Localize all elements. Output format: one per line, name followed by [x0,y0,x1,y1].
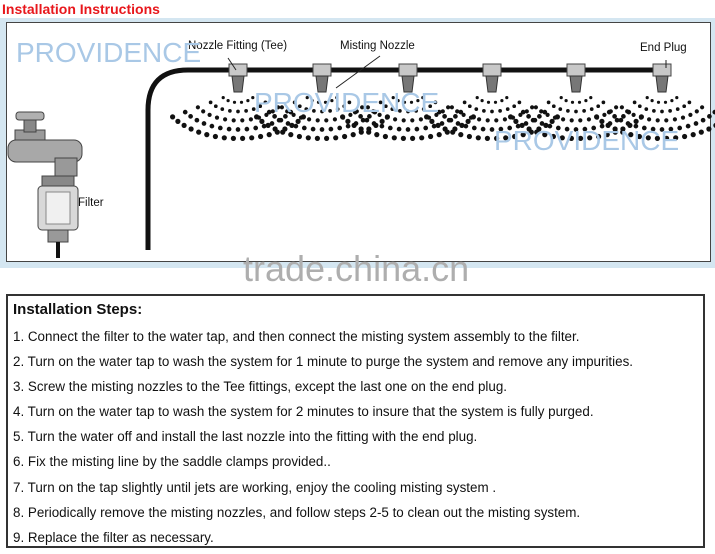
step-item: 3. Screw the misting nozzles to the Tee … [13,379,508,395]
step-item: 4. Turn on the water tap to wash the sys… [13,404,594,420]
page-title: Installation Instructions [2,1,160,17]
tee-fitting [652,63,672,77]
watermark-brand-1: PROVIDENCE [16,37,201,68]
diagram-frame [6,22,711,262]
steps-heading: Installation Steps: [13,301,143,318]
water-tap-icon [7,111,83,177]
misting-nozzle-icon [569,75,583,93]
label-nozzle-fitting: Nozzle Fitting (Tee) [188,40,287,52]
tee-fitting [228,63,248,77]
mist-spray [424,96,561,141]
callout-nozzle [335,55,381,89]
tee-fitting [482,63,502,77]
label-misting-nozzle: Misting Nozzle [340,40,415,52]
step-item: 2. Turn on the water tap to wash the sys… [13,354,633,370]
watermark-brand-3: PROVIDENCE [494,125,679,156]
misting-nozzle-icon [315,75,329,93]
misting-nozzle-icon [231,75,245,93]
mist-spray [170,96,306,141]
installation-steps-box: Installation Steps: 1. Connect the filte… [6,294,705,548]
step-item: 8. Periodically remove the misting nozzl… [13,504,581,520]
watermark-site: trade.china.cn [243,248,470,289]
nozzle-fittings [170,63,715,141]
callout-fitting [227,57,237,71]
tee-fitting [398,63,418,77]
hose-line [145,67,668,250]
step-item: 7. Turn on the tap slightly until jets a… [13,479,497,495]
diagram-drawing: Nozzle Fitting (Tee) Misting Nozzle End … [7,37,715,258]
mist-spray [594,96,715,141]
misting-nozzle-icon [485,75,499,93]
step-item: 6. Fix the misting line by the saddle cl… [13,454,331,470]
tee-fitting [566,63,586,77]
filter-icon [37,175,79,258]
misting-nozzle-icon [401,75,415,93]
step-item: 5. Turn the water off and install the la… [13,429,478,445]
steps-list: 1. Connect the filter to the water tap, … [13,328,633,554]
mist-spray [340,96,476,141]
step-item: 1. Connect the filter to the water tap, … [13,329,580,344]
step-item: 9. Replace the filter as necessary. [13,529,214,545]
label-filter: Filter [78,197,104,209]
misting-nozzle-icon [655,75,669,93]
label-end-plug: End Plug [640,42,687,54]
watermark-brand-2: PROVIDENCE [254,87,439,118]
installation-diagram: Nozzle Fitting (Tee) Misting Nozzle End … [0,18,715,268]
tee-fitting [312,63,332,77]
